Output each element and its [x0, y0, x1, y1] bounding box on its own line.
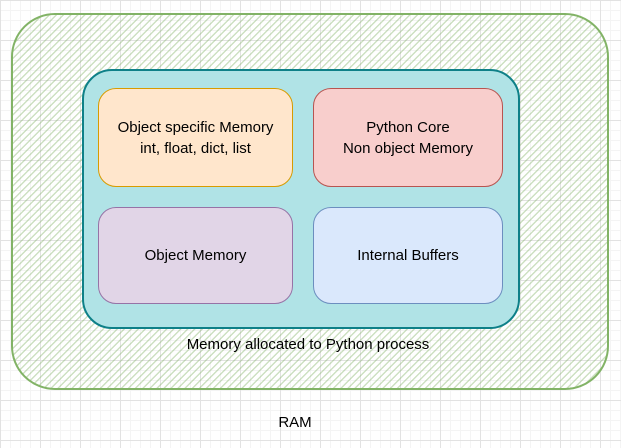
ram-container-label: RAM: [278, 414, 312, 431]
shape-object-memory: Object Memory: [98, 207, 293, 304]
object-memory-label: Object Memory: [144, 247, 247, 264]
python-process-container-label: Memory allocated to Python process: [186, 336, 430, 353]
object-specific-memory-label-line1: Object specific Memory: [117, 118, 274, 136]
python-core-label-line1: Python Core: [366, 118, 450, 136]
internal-buffers-label: Internal Buffers: [357, 247, 459, 264]
shape-internal-buffers: Internal Buffers: [313, 207, 503, 304]
object-specific-memory-label-line2: int, float, dict, list: [140, 139, 251, 157]
python-core-label-line2: Non object Memory: [342, 139, 474, 157]
shape-object-specific-memory: Object specific Memory int, float, dict,…: [98, 88, 293, 187]
shape-python-core-non-object-memory: Python Core Non object Memory: [313, 88, 503, 187]
